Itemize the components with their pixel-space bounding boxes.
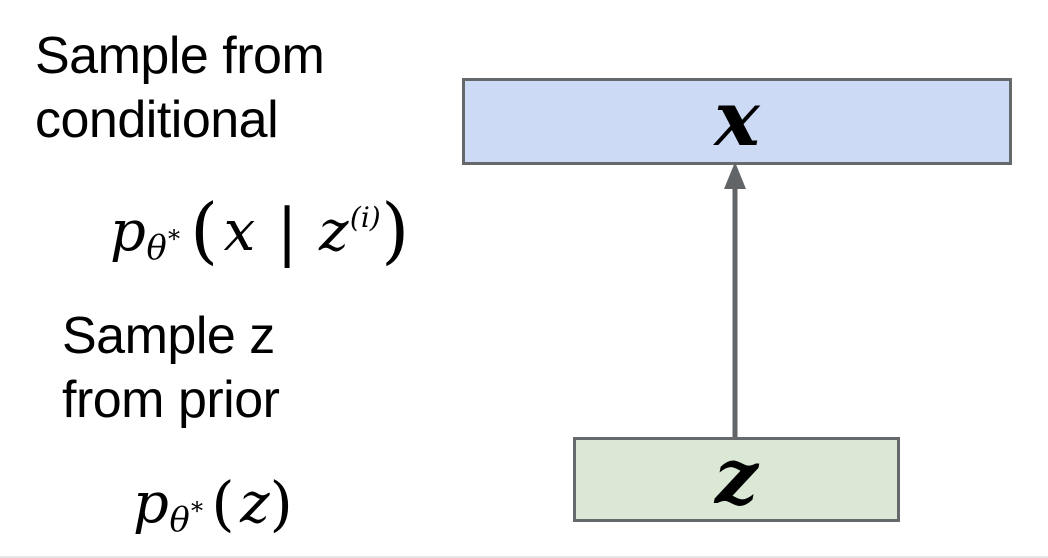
math-z: z	[240, 471, 270, 536]
label-sample-from-conditional: Sample from conditional	[35, 24, 325, 152]
label-line: Sample from	[35, 27, 325, 85]
math-theta: θ	[146, 227, 167, 267]
label-line: conditional	[35, 91, 279, 149]
z-node-label: z	[714, 431, 759, 521]
x-node-box: x	[462, 78, 1012, 165]
label-sample-z-from-prior: Sample z from prior	[62, 304, 280, 432]
z-node-box: z	[573, 437, 900, 522]
math-close-paren: )	[381, 188, 410, 273]
math-x: x	[223, 199, 256, 264]
label-line: Sample z	[62, 307, 275, 365]
math-open-paren: (	[211, 468, 235, 538]
math-subscript-theta-star: θ*	[169, 499, 204, 539]
math-p: p	[110, 199, 146, 264]
math-superscript-i: (i)	[349, 201, 381, 235]
x-node-label: x	[714, 73, 760, 163]
math-z: z	[319, 199, 349, 264]
math-open-paren: (	[190, 188, 219, 273]
label-line: from prior	[62, 371, 280, 429]
math-theta: θ	[169, 499, 190, 539]
math-asterisk: *	[167, 225, 181, 254]
math-conditional-bar: |	[276, 195, 298, 269]
slide-bottom-edge	[0, 556, 1048, 558]
math-p: p	[133, 471, 169, 536]
math-subscript-theta-star: θ*	[146, 227, 181, 267]
math-asterisk: *	[190, 497, 204, 526]
math-close-paren: )	[269, 468, 293, 538]
up-arrow-icon	[724, 162, 746, 437]
